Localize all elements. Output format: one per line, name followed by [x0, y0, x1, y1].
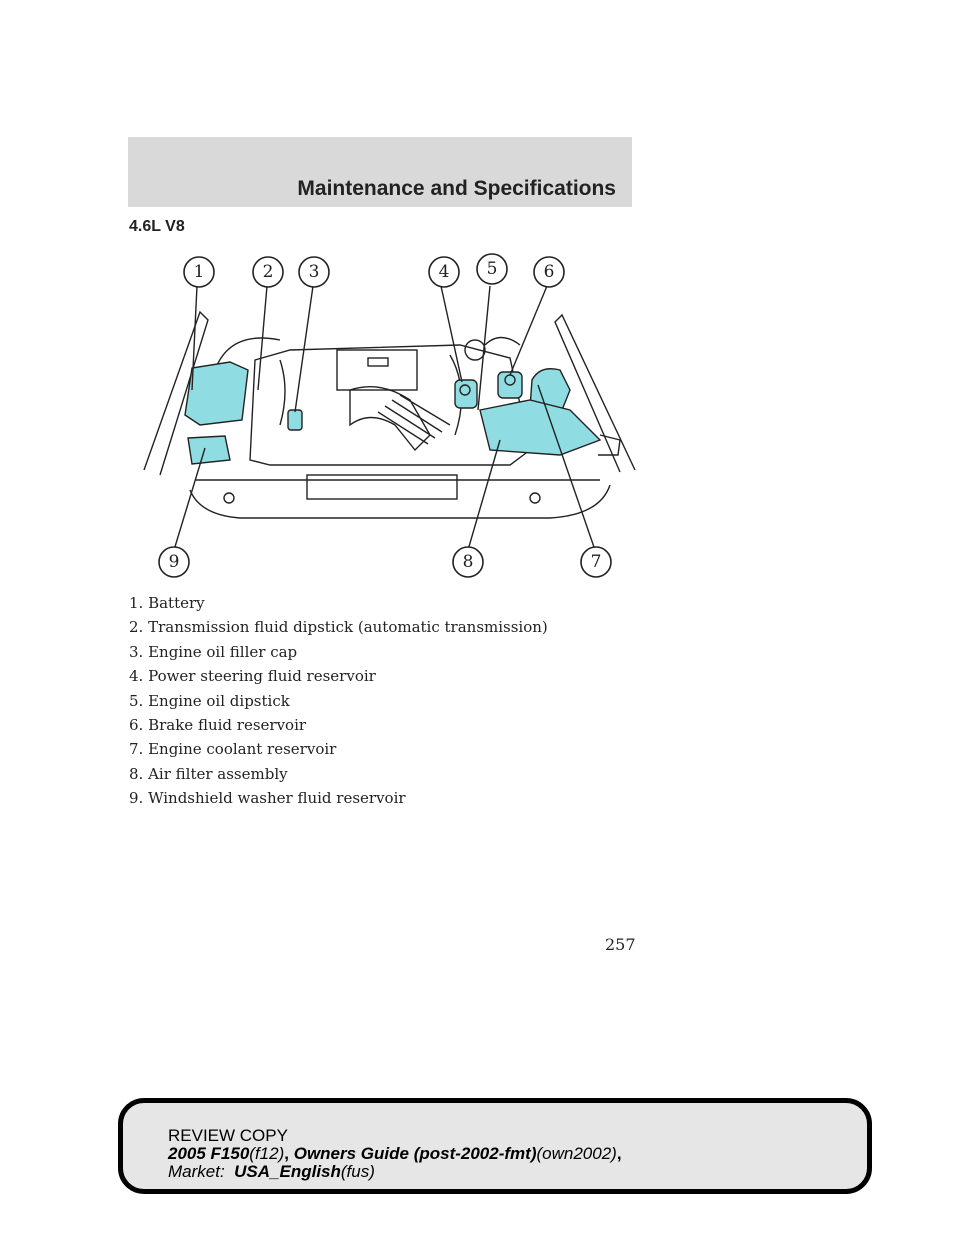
callout-4: 4	[439, 262, 450, 282]
callout-1: 1	[194, 262, 205, 282]
callout-5: 5	[487, 259, 498, 279]
list-item: 5. Engine oil dipstick	[129, 689, 548, 713]
separator: ,	[617, 1144, 622, 1163]
list-item: 2. Transmission fluid dipstick (automati…	[129, 615, 548, 639]
callout-3: 3	[309, 262, 320, 282]
list-item: 9. Windshield washer fluid reservoir	[129, 786, 548, 810]
engine-diagram-svg: 1 2 3 4 5 6 7 8 9	[130, 250, 650, 590]
separator: ,	[284, 1144, 293, 1163]
callout-7: 7	[591, 552, 602, 572]
model-name: 2005 F150	[168, 1144, 249, 1163]
market-name: USA_English	[234, 1162, 341, 1181]
review-copy-text: REVIEW COPY 2005 F150(f12), Owners Guide…	[168, 1127, 622, 1181]
page-number: 257	[605, 935, 636, 954]
list-item: 7. Engine coolant reservoir	[129, 737, 548, 761]
engine-compartment-diagram: 1 2 3 4 5 6 7 8 9	[130, 250, 650, 590]
list-item: 3. Engine oil filler cap	[129, 640, 548, 664]
list-item: 4. Power steering fluid reservoir	[129, 664, 548, 688]
parts-list: 1. Battery 2. Transmission fluid dipstic…	[129, 591, 548, 811]
callout-2: 2	[263, 262, 274, 282]
section-heading: 4.6L V8	[129, 218, 185, 236]
model-code: (f12)	[249, 1144, 284, 1163]
review-copy-label: REVIEW COPY	[168, 1127, 622, 1145]
doc-info-line: 2005 F150(f12), Owners Guide (post-2002-…	[168, 1145, 622, 1163]
callout-8: 8	[463, 552, 474, 572]
market-label: Market:	[168, 1162, 225, 1181]
guide-code: (own2002)	[536, 1144, 616, 1163]
market-line: Market: USA_English(fus)	[168, 1163, 622, 1181]
list-item: 8. Air filter assembly	[129, 762, 548, 786]
list-item: 6. Brake fluid reservoir	[129, 713, 548, 737]
market-code: (fus)	[341, 1162, 375, 1181]
callout-6: 6	[544, 262, 555, 282]
page-header-title: Maintenance and Specifications	[297, 177, 616, 201]
review-copy-box: REVIEW COPY 2005 F150(f12), Owners Guide…	[118, 1098, 872, 1194]
list-item: 1. Battery	[129, 591, 548, 615]
callout-9: 9	[169, 552, 180, 572]
header-band: Maintenance and Specifications	[128, 137, 632, 207]
guide-name: Owners Guide (post-2002-fmt)	[294, 1144, 537, 1163]
